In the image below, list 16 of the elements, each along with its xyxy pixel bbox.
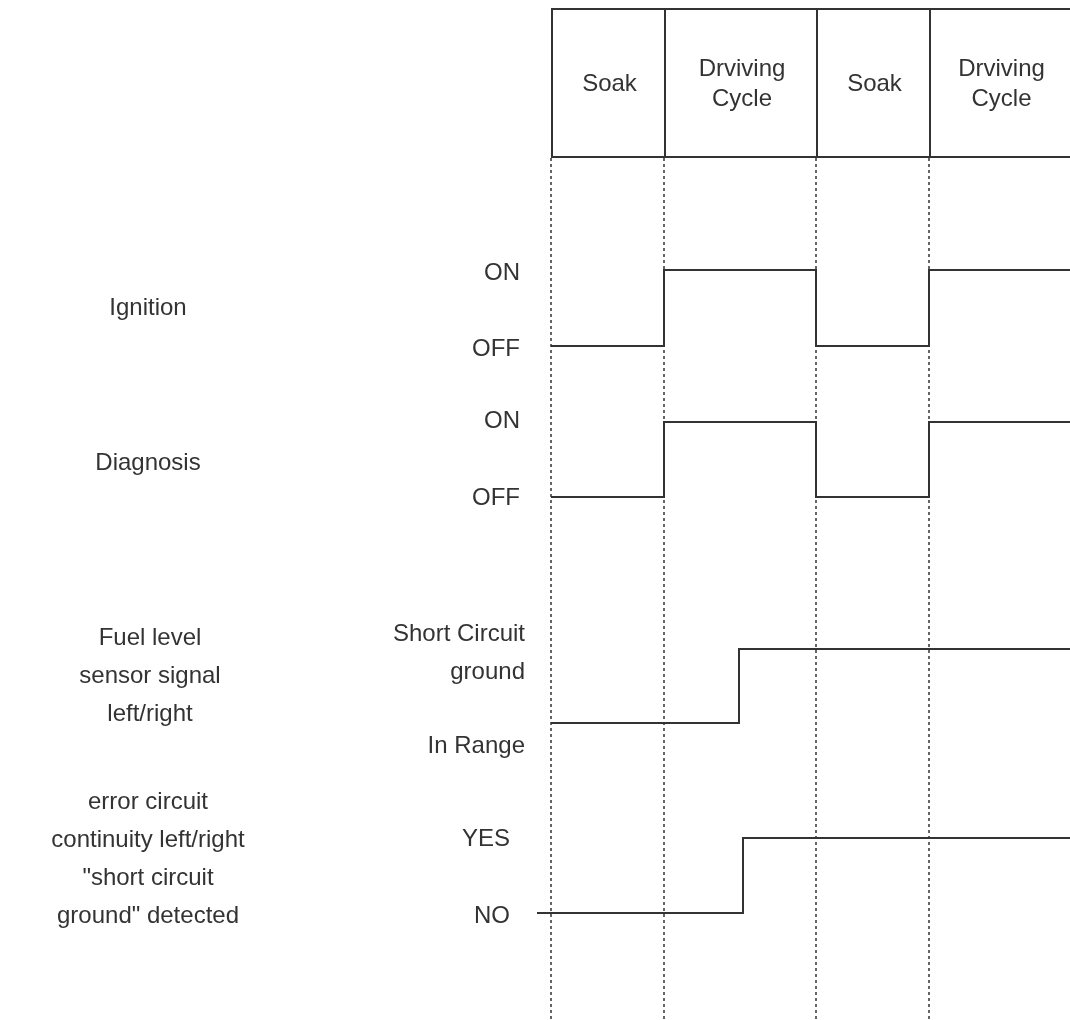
level-label: ON [483,257,520,287]
signal-name: Ignition [108,292,188,322]
level-label: OFF [471,333,520,363]
level-label: ON [483,405,520,435]
column-header: Soak [816,8,931,158]
column-header: Drviving Cycle [929,8,1070,158]
level-label: NO [473,900,510,930]
column-header: Drviving Cycle [664,8,818,158]
level-label: In Range [426,730,525,760]
signal-name: Diagnosis [94,447,202,477]
signal-name: error circuit continuity left/right "short circuit ground" detected [50,786,246,930]
signal-name: Fuel level sensor signal left/right [78,622,222,728]
level-label: Short Circuit ground [391,618,525,686]
level-label: YES [460,823,510,853]
level-label: OFF [471,482,520,512]
column-header: Soak [551,8,666,158]
